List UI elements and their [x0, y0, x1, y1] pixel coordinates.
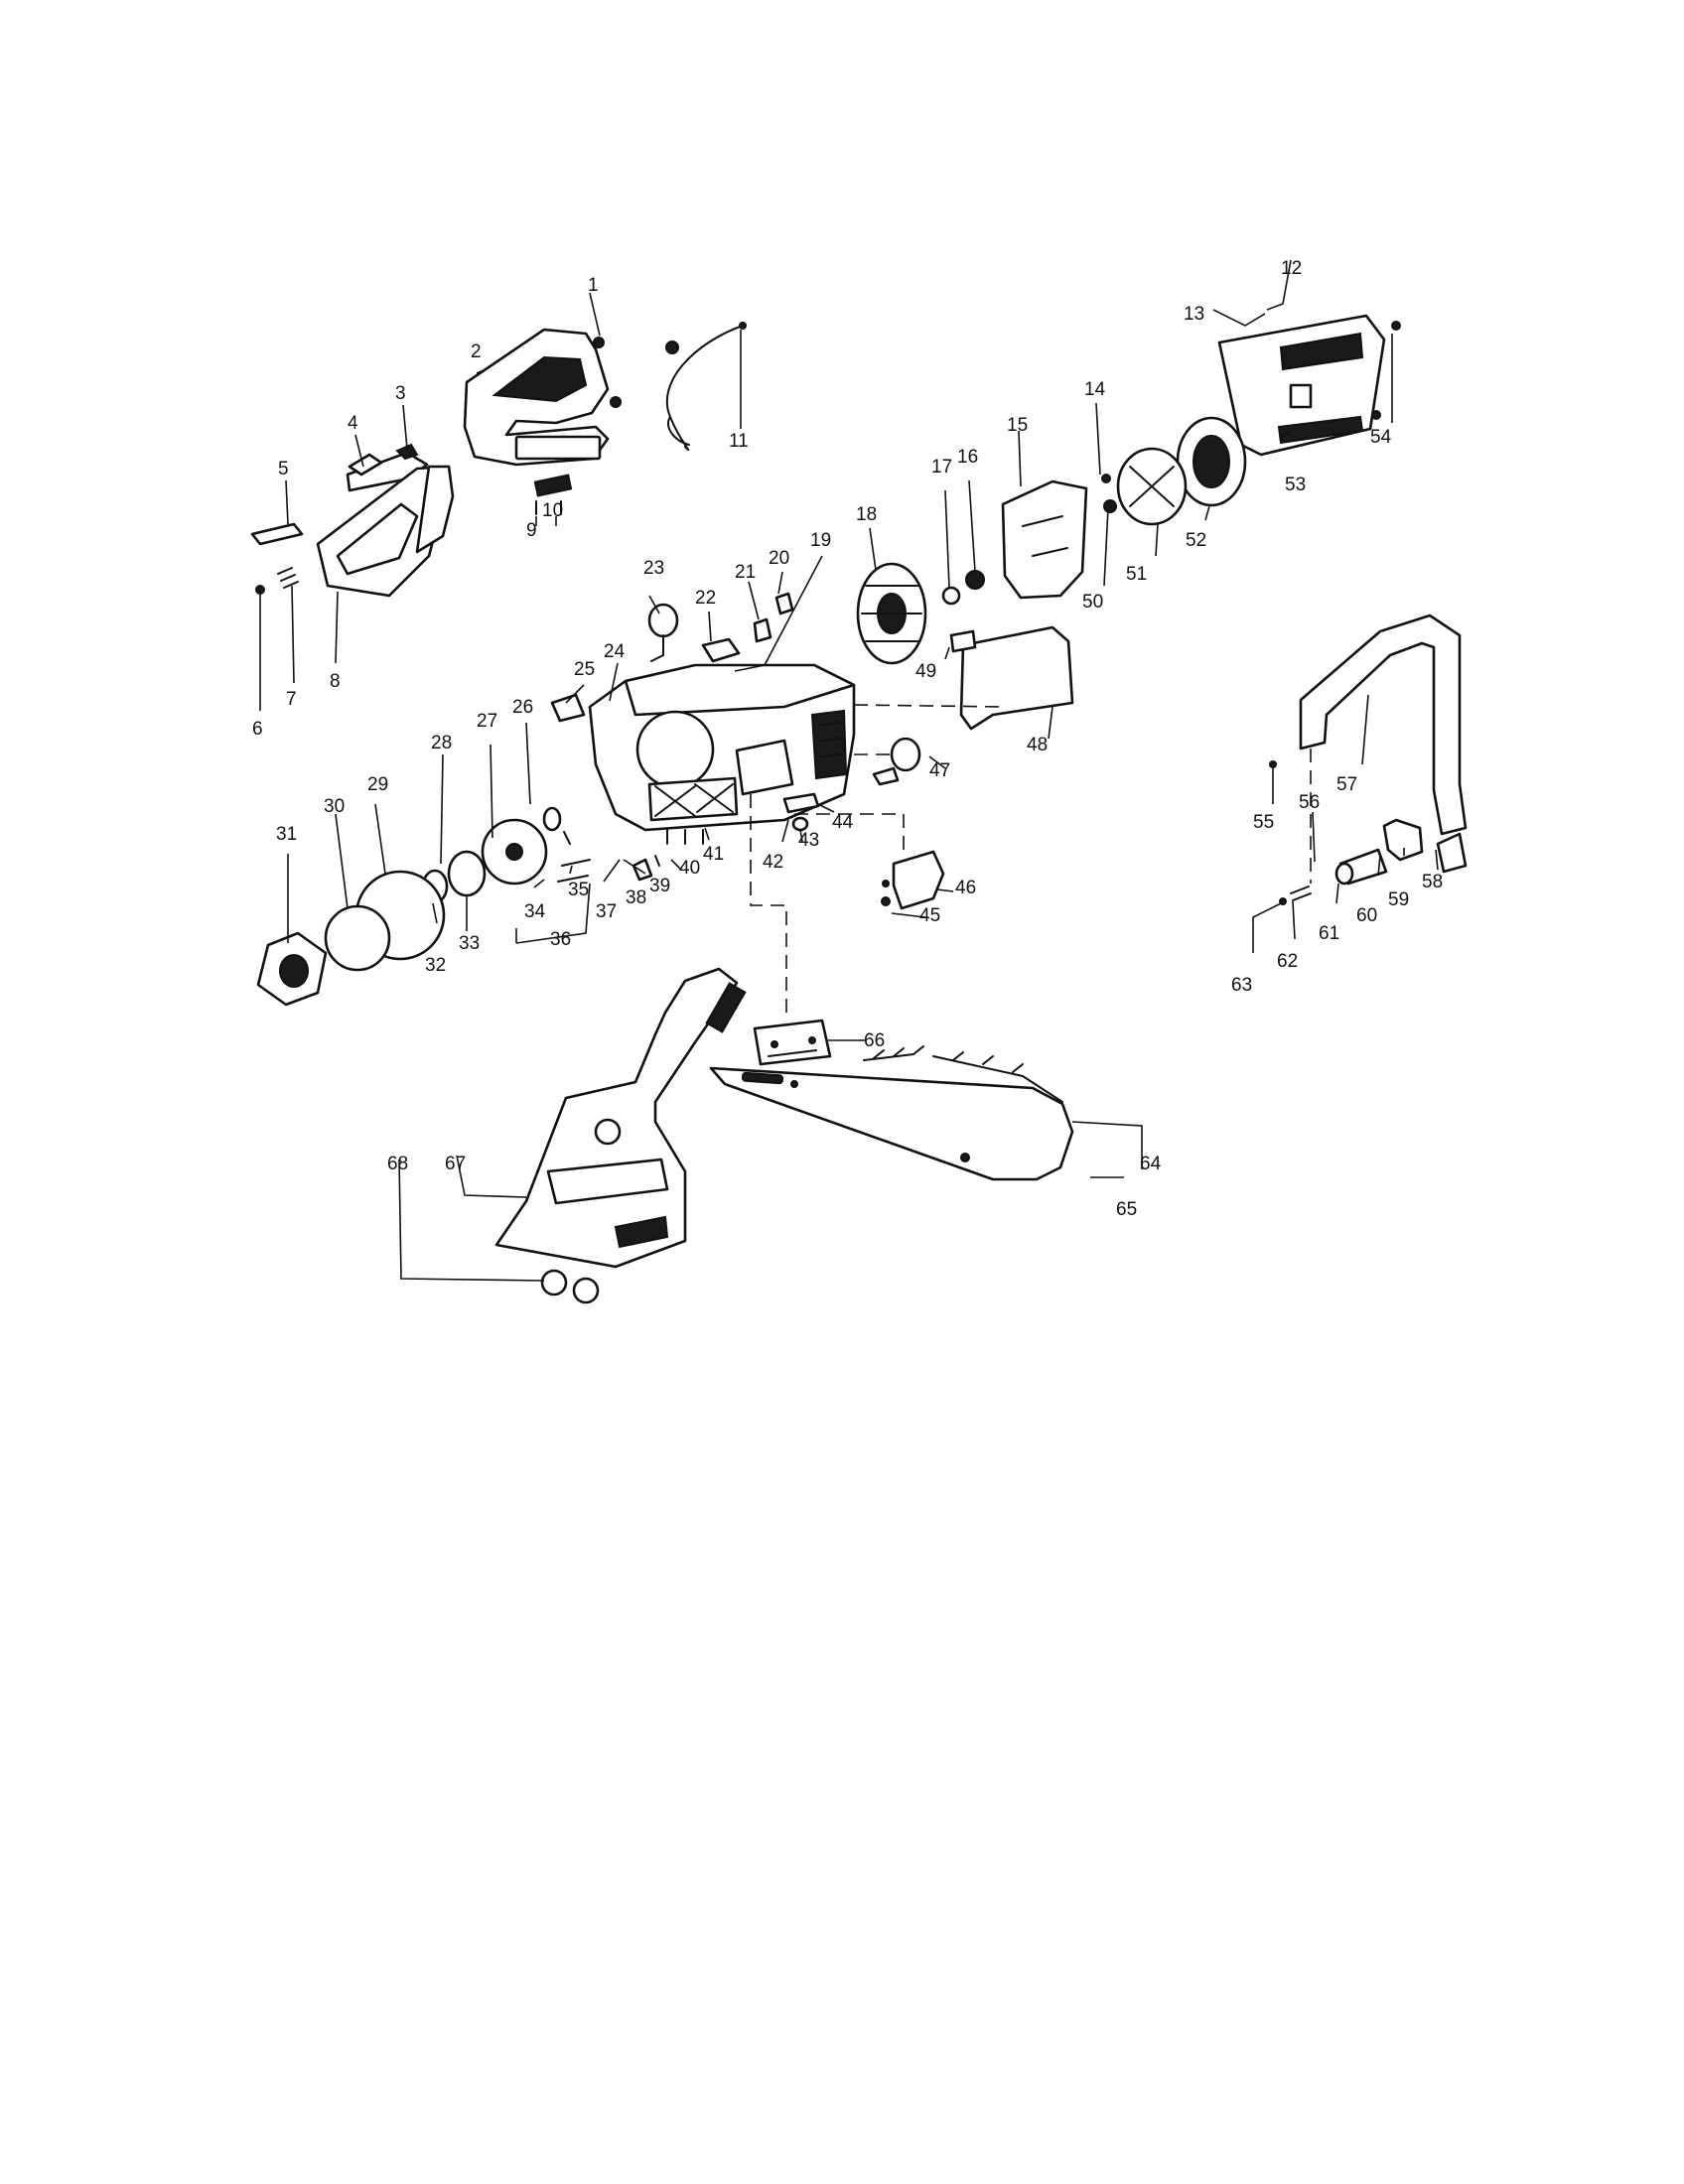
motor-fan-part [647, 479, 1088, 697]
chain-cover-part [494, 967, 747, 1304]
callout-32: 32 [425, 955, 446, 976]
callout-54: 54 [1370, 427, 1392, 448]
callout-67: 67 [445, 1154, 466, 1174]
power-cable-part [665, 322, 747, 452]
callout-25: 25 [574, 659, 595, 680]
callout-9: 9 [526, 520, 537, 541]
callout-40: 40 [679, 858, 700, 879]
callout-47: 47 [929, 760, 950, 781]
callout-51: 51 [1126, 564, 1147, 585]
callout-10: 10 [542, 500, 563, 521]
callout-20: 20 [769, 548, 789, 569]
front-handle-part [1269, 614, 1468, 905]
recoil-starter-part [1101, 314, 1401, 526]
callout-65: 65 [1116, 1199, 1137, 1220]
callout-63: 63 [1231, 975, 1252, 996]
callout-38: 38 [626, 887, 646, 908]
callout-57: 57 [1336, 774, 1357, 795]
callout-13: 13 [1184, 304, 1204, 325]
callout-34: 34 [524, 901, 546, 922]
callout-26: 26 [512, 697, 533, 718]
callout-41: 41 [703, 844, 724, 865]
callout-1: 1 [588, 275, 599, 296]
callout-28: 28 [431, 733, 452, 753]
handle-cover-part [463, 328, 622, 515]
rear-handle-part [250, 443, 455, 598]
callout-50: 50 [1082, 592, 1103, 613]
tensioner-part [782, 792, 945, 910]
callout-2: 2 [471, 341, 482, 362]
motor-housing-part [550, 663, 856, 845]
callout-58: 58 [1422, 872, 1443, 892]
callout-27: 27 [477, 711, 497, 732]
callout-23: 23 [643, 558, 664, 579]
callout-60: 60 [1356, 905, 1377, 926]
callout-18: 18 [856, 504, 877, 525]
callout-37: 37 [596, 901, 617, 922]
callout-31: 31 [276, 824, 297, 845]
callout-29: 29 [367, 774, 388, 795]
callout-labels: 1 2 3 4 5 6 7 8 9 10 11 12 13 14 15 16 1… [252, 258, 1443, 1220]
callout-30: 30 [324, 796, 345, 817]
callout-33: 33 [459, 933, 480, 954]
callout-11: 11 [729, 431, 749, 452]
callout-7: 7 [286, 689, 297, 710]
assembly-lines [750, 704, 1312, 1017]
callout-3: 3 [395, 383, 406, 404]
callout-19: 19 [810, 530, 831, 551]
callout-35: 35 [568, 880, 589, 900]
callout-15: 15 [1007, 415, 1028, 436]
callout-46: 46 [955, 878, 976, 898]
callout-45: 45 [919, 905, 940, 926]
callout-39: 39 [649, 876, 670, 896]
clutch-sprocket-part [256, 806, 660, 1007]
guide-plate-part [753, 1019, 832, 1066]
callout-12: 12 [1281, 258, 1302, 279]
callout-22: 22 [695, 588, 716, 609]
deflector-part [872, 625, 1074, 786]
callout-62: 62 [1277, 951, 1298, 972]
callout-16: 16 [957, 447, 978, 468]
callout-66: 66 [864, 1030, 885, 1051]
callout-21: 21 [735, 562, 756, 583]
callout-61: 61 [1319, 923, 1339, 944]
callout-64: 64 [1140, 1154, 1162, 1174]
callout-4: 4 [348, 413, 358, 434]
callout-55: 55 [1253, 812, 1274, 833]
callout-14: 14 [1084, 379, 1106, 400]
callout-6: 6 [252, 719, 263, 740]
callout-53: 53 [1285, 475, 1306, 495]
callout-49: 49 [915, 661, 936, 682]
callout-5: 5 [278, 459, 289, 479]
callout-52: 52 [1186, 530, 1206, 551]
callout-43: 43 [798, 830, 819, 851]
callout-17: 17 [931, 457, 952, 478]
callout-42: 42 [763, 852, 783, 873]
callout-36: 36 [550, 929, 571, 950]
callout-59: 59 [1388, 889, 1409, 910]
callout-8: 8 [330, 671, 341, 692]
callout-56: 56 [1299, 792, 1320, 813]
callout-24: 24 [604, 641, 626, 662]
callout-44: 44 [832, 812, 854, 833]
callout-68: 68 [387, 1154, 408, 1174]
callout-48: 48 [1027, 735, 1048, 755]
leader-lines [259, 259, 1439, 1282]
guide-bar-part [709, 1045, 1074, 1181]
